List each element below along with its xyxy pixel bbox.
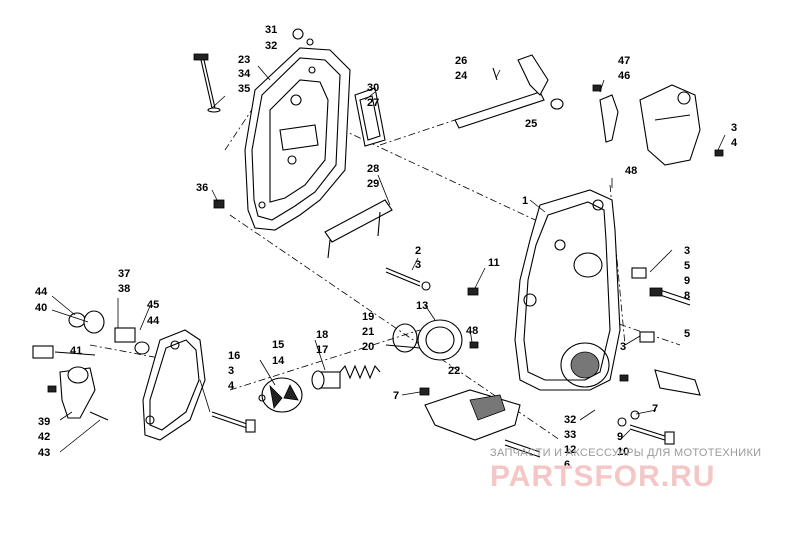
idler-gear xyxy=(258,377,303,413)
callout-45: 45 xyxy=(147,299,159,311)
callout-14: 14 xyxy=(272,355,285,367)
shift-rod xyxy=(454,54,564,129)
lever-link xyxy=(47,366,109,421)
callout-31: 31 xyxy=(265,24,277,36)
callout-46: 46 xyxy=(618,70,630,82)
callout-32: 32 xyxy=(265,40,277,52)
tensioner-block xyxy=(324,199,393,259)
callout-8: 8 xyxy=(684,290,690,302)
callout-35: 35 xyxy=(238,83,250,95)
callout-40: 40 xyxy=(35,302,47,314)
callout-28: 28 xyxy=(367,163,379,175)
callout-6: 6 xyxy=(564,459,570,471)
callout-32-lower: 32 xyxy=(564,414,576,426)
callout-3-lower-left: 3 xyxy=(228,365,234,377)
callout-4-lower-left: 4 xyxy=(228,380,235,392)
callout-3-right: 3 xyxy=(684,245,690,257)
callout-30: 30 xyxy=(367,82,379,94)
callout-9-right: 9 xyxy=(684,275,690,287)
bolt-10 xyxy=(617,417,675,445)
callout-48-top: 48 xyxy=(625,165,637,177)
callout-5-right-top: 5 xyxy=(684,260,690,272)
callout-1: 1 xyxy=(522,195,528,207)
callout-25: 25 xyxy=(525,118,537,130)
callout-13: 13 xyxy=(416,300,428,312)
callout-44-left: 44 xyxy=(35,286,48,298)
callout-41: 41 xyxy=(70,345,82,357)
watermark: ЗАПЧАСТИ И АКСЕССУАРЫ ДЛЯ МОТОТЕХНИКИ PA… xyxy=(490,447,761,493)
callout-29: 29 xyxy=(367,178,379,190)
pump-housing xyxy=(385,319,479,361)
callout-24: 24 xyxy=(455,70,468,82)
dipstick xyxy=(193,53,221,113)
callout-27: 27 xyxy=(367,97,379,109)
callout-19: 19 xyxy=(362,311,374,323)
callout-22: 22 xyxy=(448,365,460,377)
callout-2: 2 xyxy=(415,245,421,257)
spring-assembly xyxy=(311,364,381,390)
callout-12: 12 xyxy=(564,444,576,456)
callout-16: 16 xyxy=(228,350,240,362)
reverse-actuator xyxy=(592,84,724,166)
callout-44-right: 44 xyxy=(147,315,160,327)
callout-37: 37 xyxy=(118,268,130,280)
callout-4-top-right: 4 xyxy=(731,137,738,149)
callout-43: 43 xyxy=(38,447,50,459)
housing-bolts xyxy=(619,267,701,420)
drawn-parts xyxy=(32,28,724,458)
callout-34: 34 xyxy=(238,68,251,80)
callout-5-right-mid: 5 xyxy=(684,328,690,340)
callout-15: 15 xyxy=(272,339,284,351)
callout-39: 39 xyxy=(38,416,50,428)
callout-3-lower-right: 3 xyxy=(620,341,626,353)
callout-3-top-right: 3 xyxy=(731,122,737,134)
callout-21: 21 xyxy=(362,326,374,338)
chaincase-housing xyxy=(514,189,621,391)
callout-20: 20 xyxy=(362,341,374,353)
callout-47: 47 xyxy=(618,55,630,67)
long-bolts xyxy=(211,28,479,433)
callout-42: 42 xyxy=(38,431,50,443)
callout-36: 36 xyxy=(196,182,208,194)
callout-7-right: 7 xyxy=(652,403,658,415)
watermark-logo: PARTSFOR.RU xyxy=(490,460,715,493)
callout-10: 10 xyxy=(617,446,629,458)
callout-11: 11 xyxy=(488,257,500,269)
chain-guide xyxy=(419,387,541,458)
leader-lines xyxy=(51,65,726,453)
callout-3-mid: 3 xyxy=(415,259,421,271)
chaincase-cover xyxy=(244,47,351,231)
callout-23: 23 xyxy=(238,54,250,66)
callout-9-lower: 9 xyxy=(617,431,623,443)
side-cover xyxy=(142,329,206,441)
callout-38: 38 xyxy=(118,283,130,295)
callout-17: 17 xyxy=(316,344,328,356)
callout-48-mid: 48 xyxy=(466,325,478,337)
callout-18: 18 xyxy=(316,329,328,341)
watermark-tagline: ЗАПЧАСТИ И АКСЕССУАРЫ ДЛЯ МОТОТЕХНИКИ xyxy=(490,447,761,459)
callout-33: 33 xyxy=(564,429,576,441)
callout-26: 26 xyxy=(455,55,467,67)
bushing-stack xyxy=(32,310,150,359)
callout-labels: 31 32 23 34 35 26 24 47 46 30 27 25 3 4 … xyxy=(35,24,738,471)
callout-7-left: 7 xyxy=(393,390,399,402)
